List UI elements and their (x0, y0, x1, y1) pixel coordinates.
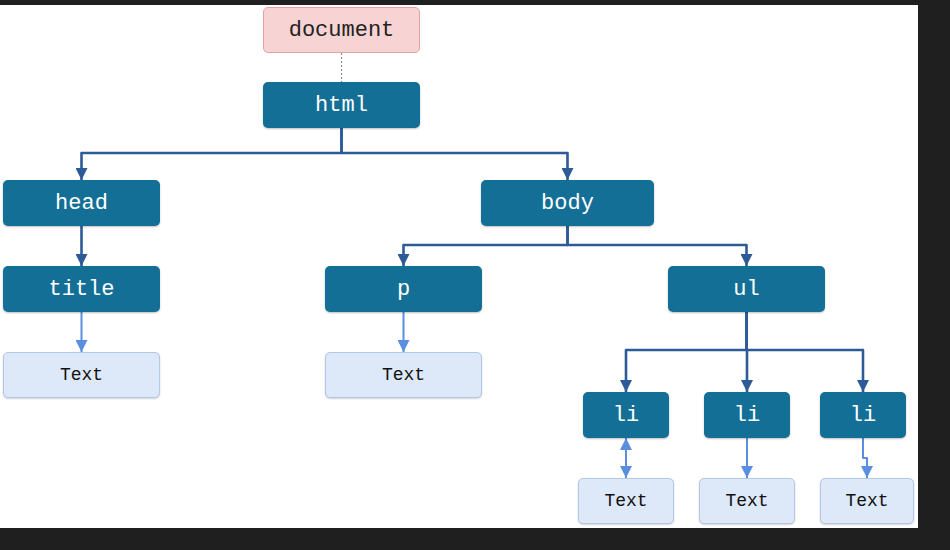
tree-arrow (568, 226, 747, 266)
node-label: html (315, 93, 368, 118)
text-node: Text (699, 478, 795, 524)
element-node: title (3, 266, 160, 312)
tree-arrow (403, 312, 405, 352)
element-node: li (583, 392, 669, 438)
text-node: Text (820, 478, 914, 524)
tree-arrow (82, 128, 342, 180)
node-label: title (48, 277, 114, 302)
node-label: ul (733, 277, 759, 302)
node-label: document (289, 18, 395, 43)
tree-arrow (747, 312, 864, 392)
tree-arrow (746, 438, 748, 478)
node-label: li (613, 403, 639, 428)
node-label: p (397, 277, 410, 302)
node-label: Text (382, 365, 425, 385)
root-node: document (263, 7, 420, 53)
node-label: Text (845, 491, 888, 511)
text-node: Text (3, 352, 160, 398)
element-node: li (820, 392, 906, 438)
element-node: html (263, 82, 420, 128)
text-node: Text (578, 478, 674, 524)
tree-arrow (863, 438, 867, 478)
node-label: head (55, 191, 108, 216)
tree-arrow (342, 128, 568, 180)
tree-arrow (625, 438, 627, 478)
tree-arrow (404, 226, 568, 266)
element-node: ul (668, 266, 825, 312)
tree-arrow (80, 226, 83, 266)
element-node: p (325, 266, 482, 312)
dotted-link (341, 53, 342, 82)
element-node: li (704, 392, 790, 438)
node-label: Text (60, 365, 103, 385)
text-node: Text (325, 352, 482, 398)
node-label: li (734, 403, 760, 428)
element-node: head (3, 180, 160, 226)
tree-arrow (626, 312, 747, 392)
node-label: Text (604, 491, 647, 511)
node-label: Text (725, 491, 768, 511)
element-node: body (481, 180, 654, 226)
tree-arrow (81, 312, 83, 352)
node-label: li (850, 403, 876, 428)
node-label: body (541, 191, 594, 216)
